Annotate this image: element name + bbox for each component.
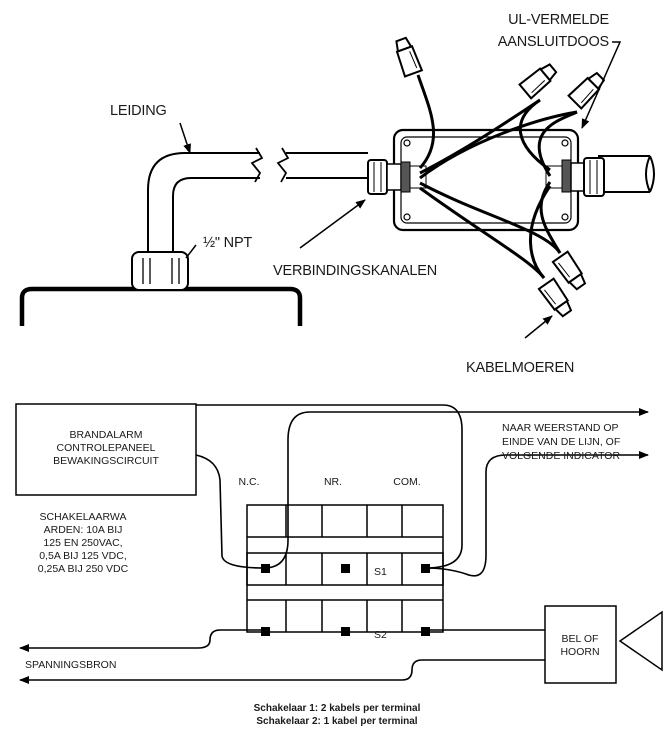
npt-fitting bbox=[131, 251, 189, 291]
wires bbox=[416, 74, 578, 279]
bell-box bbox=[544, 605, 617, 684]
label-power-source: SPANNINGSBRON bbox=[25, 659, 116, 671]
connector-right bbox=[545, 157, 605, 197]
switch-block bbox=[246, 504, 444, 636]
bell-line1: BEL OF bbox=[562, 633, 599, 645]
caption-line1: Schakelaar 1: 2 kabels per terminal bbox=[254, 703, 421, 714]
horn-icon bbox=[618, 610, 663, 672]
fire-panel-line2: CONTROLEPANEEL bbox=[57, 442, 156, 454]
label-wire-nuts: KABELMOEREN bbox=[466, 360, 574, 376]
to-resistor-line2: EINDE VAN DE LIJN, OF bbox=[502, 436, 620, 448]
bell-line2: HOORN bbox=[560, 646, 599, 658]
ratings-line5: 0,25A BIJ 250 VDC bbox=[38, 563, 129, 575]
to-resistor-line1: NAAR WEERSTAND OP bbox=[502, 422, 618, 434]
ratings-line2: ARDEN: 10A BIJ bbox=[44, 524, 123, 536]
label-com: COM. bbox=[393, 476, 420, 488]
label-npt: ½" NPT bbox=[203, 235, 252, 251]
ratings-line1: SCHAKELAARWA bbox=[40, 511, 127, 523]
label-junction-box-line2: AANSLUITDOOS bbox=[498, 34, 609, 50]
installation-drawing: LEIDING ½" NPT UL-VERMELDE AANSLUITDOOS … bbox=[19, 12, 655, 376]
label-connectors: VERBINDINGSKANALEN bbox=[273, 263, 437, 279]
ratings-line3: 125 EN 250VAC, bbox=[43, 537, 122, 549]
ratings-line4: 0,5A BIJ 125 VDC, bbox=[39, 550, 127, 562]
label-conduit: LEIDING bbox=[110, 103, 167, 119]
label-junction-box-line1: UL-VERMELDE bbox=[508, 12, 609, 28]
label-nc: N.C. bbox=[239, 476, 260, 488]
wiring-schematic: BRANDALARM CONTROLEPANEEL BEWAKINGSCIRCU… bbox=[15, 403, 663, 727]
schematic-wires bbox=[19, 404, 649, 684]
fire-panel-line1: BRANDALARM bbox=[70, 429, 143, 441]
fire-panel-box bbox=[15, 403, 197, 496]
to-resistor-line3: VOLGENDE INDICATOR bbox=[502, 450, 620, 462]
label-s1: S1 bbox=[374, 566, 387, 578]
label-no: NR. bbox=[324, 476, 342, 488]
fire-panel-line3: BEWAKINGSCIRCUIT bbox=[53, 455, 159, 467]
device-enclosure bbox=[19, 286, 303, 326]
junction-box bbox=[392, 128, 580, 232]
label-s2: S2 bbox=[374, 629, 387, 641]
connector-left bbox=[367, 159, 427, 195]
leader-arrows bbox=[179, 41, 622, 339]
caption-line2: Schakelaar 2: 1 kabel per terminal bbox=[256, 716, 417, 727]
